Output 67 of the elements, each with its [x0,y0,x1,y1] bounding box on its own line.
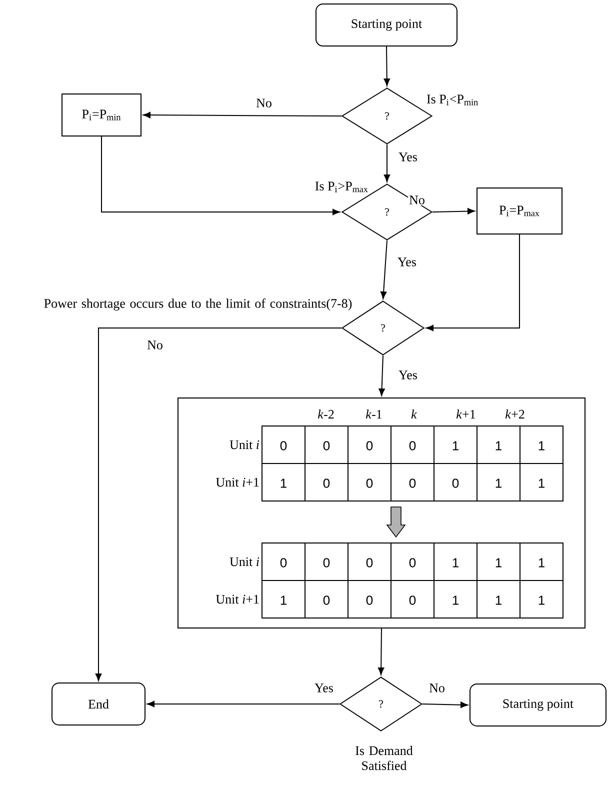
table-cell: 0 [409,478,416,488]
edge-label: No [428,682,446,694]
condition-label: Is P$_{i}$>P$_{max}$ [315,182,368,192]
table-cell: 1 [538,596,544,605]
edge-label: Yes [396,256,418,268]
condition-label: Is P$_{i}$<P$_{min}$ [426,94,478,106]
terminal-box: End [52,682,146,726]
column-label: k-1 [366,410,382,419]
table-cell: 1 [452,558,458,568]
arrow [378,628,384,675]
edge-label: Yes [398,370,418,380]
table-cell: 0 [452,478,459,488]
column-label: k [411,410,417,419]
arrow [422,702,468,708]
edge-label: Yes [314,682,334,694]
arrow [380,240,388,300]
table-cell: 0 [366,478,373,488]
table-cell: 1 [280,478,286,488]
arrow [384,144,390,182]
table-cell: 0 [280,441,287,450]
row-label: Unit i [230,440,260,450]
table-cell: 1 [538,558,544,568]
table-cell: 1 [280,596,286,605]
arrow [143,112,342,118]
edge-label: Yes [398,152,418,162]
table-cell: 0 [366,441,373,450]
edge-label: No [255,98,273,108]
table-cell: 0 [280,558,287,568]
panel-box [178,398,586,628]
row-label: Unit i [230,557,260,566]
table-cell: 0 [323,596,330,605]
edge-label: No [408,194,426,206]
terminal-box: Starting point [316,4,458,46]
column-label: k-2 [318,410,334,419]
table-cell: 1 [452,596,458,605]
condition-label: Is Demand Satisfied [356,746,413,770]
row-label: Unit i+1 [216,478,259,487]
table-cell: 1 [538,441,544,450]
table-cell: 0 [366,596,373,605]
arrow [101,136,340,216]
condition-label: Power shortage occurs due to the limit of constraints(7-8) [44,298,352,310]
table-cell: 0 [323,441,330,450]
table-cell: 0 [409,441,416,450]
table-cell: 0 [323,558,330,568]
table-cell: 1 [496,441,502,450]
table-cell: 1 [496,596,502,605]
arrow [432,208,475,214]
table-cell: 0 [323,478,330,488]
edge-label: No [146,340,164,350]
table-cell: 1 [452,441,458,450]
column-label: k+2 [505,410,524,419]
process-box: P$_{i}$=P$_{max}$ [476,188,562,234]
arrow [378,355,385,396]
table-cell: 1 [496,558,502,568]
terminal-box: Starting point [470,684,606,726]
table-cell: 0 [366,558,373,568]
arrow [147,700,340,708]
table-cell: 0 [409,558,416,568]
table-cell: 1 [496,478,502,488]
row-label: Unit i+1 [216,594,259,604]
arrow [426,234,520,332]
table-cell: 1 [538,478,544,488]
process-box: P$_{i}$=P$_{min}$ [62,94,142,136]
arrow [384,46,390,86]
column-label: k+1 [456,410,476,419]
arrow [95,328,342,681]
table-cell: 0 [409,596,416,605]
